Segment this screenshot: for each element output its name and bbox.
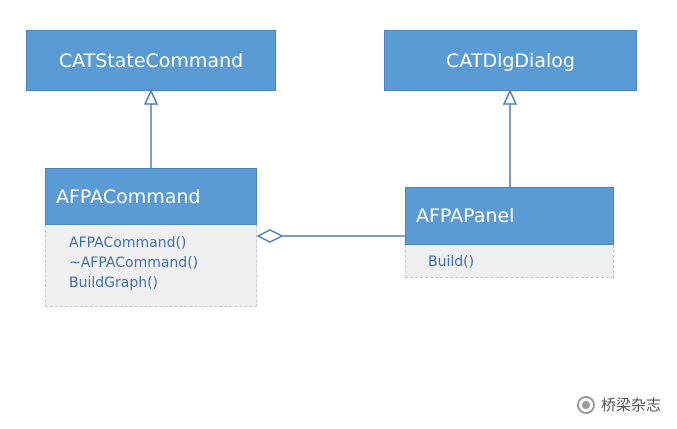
class-cat-dlg-dialog[interactable]: CATDlgDialog — [384, 30, 637, 91]
class-name: AFPACommand — [56, 185, 201, 208]
method-item: ~AFPACommand() — [69, 255, 199, 271]
afpa-command-methods: AFPACommand() ~AFPACommand() BuildGraph(… — [45, 225, 257, 307]
method-item: Build() — [428, 254, 475, 270]
method-item: BuildGraph() — [69, 275, 159, 291]
inheritance-arrowhead-panel — [502, 89, 518, 105]
class-name: CATStateCommand — [58, 49, 244, 72]
class-name: CATDlgDialog — [446, 49, 575, 72]
aggregation-diamond — [256, 229, 284, 243]
class-afpa-command[interactable]: AFPACommand — [45, 168, 257, 225]
wechat-icon — [577, 395, 595, 414]
method-item: AFPACommand() — [69, 235, 187, 251]
watermark-text: 桥梁杂志 — [601, 396, 662, 414]
class-name: AFPAPanel — [416, 205, 515, 227]
class-cat-state-command[interactable]: CATStateCommand — [26, 30, 276, 91]
afpa-panel-methods: Build() — [405, 245, 614, 278]
inheritance-arrowhead-command — [143, 89, 159, 105]
class-afpa-panel[interactable]: AFPAPanel — [405, 187, 614, 245]
watermark: 桥梁杂志 — [577, 394, 661, 415]
